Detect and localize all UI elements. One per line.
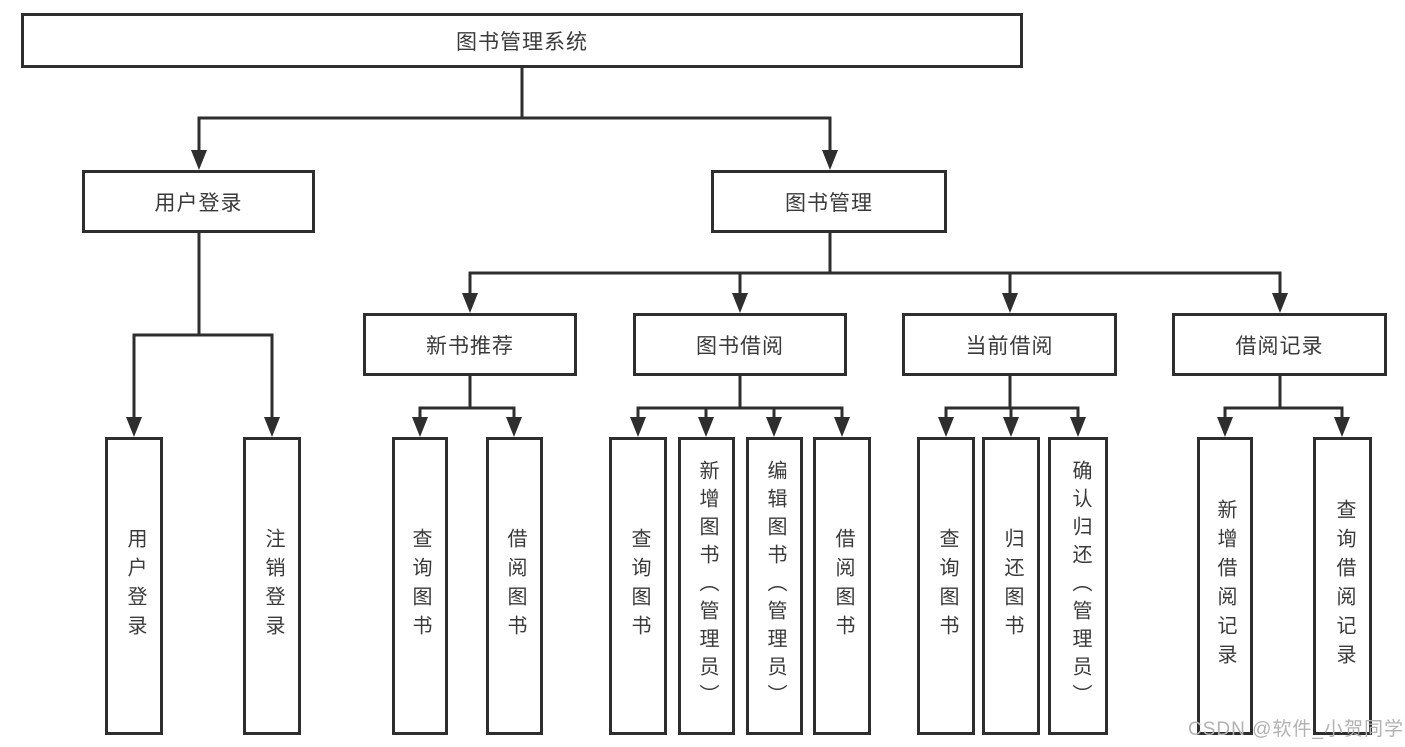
- leaf-add-borrow-record: 新增借阅记录: [1197, 437, 1253, 735]
- connector-book-management: [468, 231, 1282, 297]
- leaf-logout-login: 注销登录: [243, 437, 301, 735]
- node-borrow-records: 借阅记录: [1172, 313, 1387, 376]
- connector-borrow-records: [1223, 374, 1344, 421]
- leaf-query-books-recommend: 查询图书: [392, 437, 448, 735]
- leaf-edit-book-admin: 编辑图书（管理员）: [746, 437, 803, 735]
- connector-book-borrow: [636, 374, 844, 421]
- leaf-borrow-books: 借阅图书: [813, 437, 871, 735]
- leaf-query-borrow-record: 查询借阅记录: [1313, 437, 1372, 735]
- leaf-add-book-admin: 新增图书（管理员）: [678, 437, 735, 735]
- leaf-return-book: 归还图书: [982, 437, 1040, 735]
- leaf-borrow-books-recommend: 借阅图书: [486, 437, 543, 735]
- csdn-watermark: CSDN @软件_小贺同学: [1188, 719, 1404, 740]
- connector-root: [197, 66, 832, 154]
- connector-user-login: [132, 231, 274, 421]
- leaf-query-books-current: 查询图书: [917, 437, 975, 735]
- leaf-user-login: 用户登录: [105, 437, 163, 735]
- node-book-management: 图书管理: [711, 170, 947, 233]
- node-new-book-recommend: 新书推荐: [363, 313, 577, 376]
- node-current-borrow: 当前借阅: [902, 313, 1117, 376]
- node-user-login: 用户登录: [82, 170, 315, 233]
- node-root: 图书管理系统: [21, 13, 1023, 68]
- leaf-confirm-return-admin: 确认归还（管理员）: [1048, 437, 1108, 735]
- leaf-query-books-borrow: 查询图书: [609, 437, 667, 735]
- node-book-borrow: 图书借阅: [633, 313, 847, 376]
- connector-current-borrow: [944, 374, 1080, 421]
- connector-new-book-recommend: [418, 374, 516, 421]
